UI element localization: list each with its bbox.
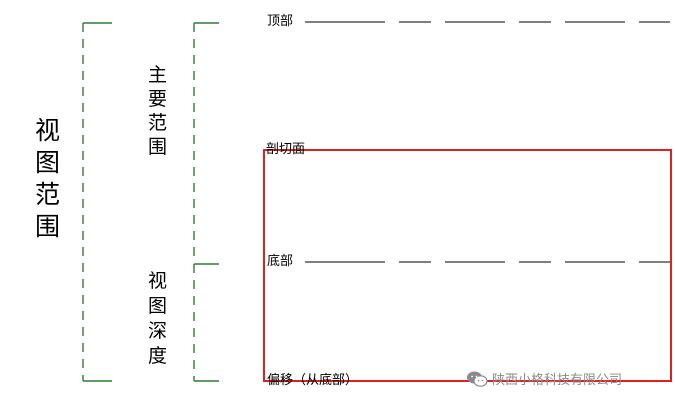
primary-range-title-char: 围 <box>148 136 168 158</box>
top-plane-label: 顶部 <box>266 14 295 30</box>
view-depth-title-char: 深 <box>148 320 168 342</box>
primary-range-bracket <box>193 22 219 262</box>
primary-range-title-char: 范 <box>148 112 168 134</box>
offset-label: 偏移（从底部） <box>267 373 359 388</box>
view-range-title-char: 图 <box>35 148 61 177</box>
view-depth-title-char: 视 <box>148 270 168 292</box>
view-range-bracket <box>82 22 112 382</box>
primary-range-title: 主 要 范 围 <box>148 66 167 162</box>
primary-range-title-char: 要 <box>148 88 168 110</box>
cut-plane-section-box <box>263 149 672 382</box>
watermark: 陕西小格科技有限公司 <box>466 369 622 388</box>
view-depth-title-char: 度 <box>148 345 168 367</box>
primary-range-title-char: 主 <box>148 64 168 86</box>
watermark-text: 陕西小格科技有限公司 <box>492 373 623 388</box>
view-depth-title-char: 图 <box>148 295 168 317</box>
view-depth-title: 视 图 深 度 <box>148 272 167 372</box>
cut-plane-label: 剖切面 <box>266 142 306 157</box>
view-range-title-char: 视 <box>35 116 61 145</box>
view-depth-bracket <box>193 263 219 382</box>
view-range-title-char: 范 <box>35 180 61 209</box>
view-range-title-char: 围 <box>35 212 61 241</box>
wechat-icon <box>467 371 488 387</box>
bottom-plane-label: 底部 <box>266 254 295 270</box>
view-range-title: 视 图 范 围 <box>35 118 60 246</box>
